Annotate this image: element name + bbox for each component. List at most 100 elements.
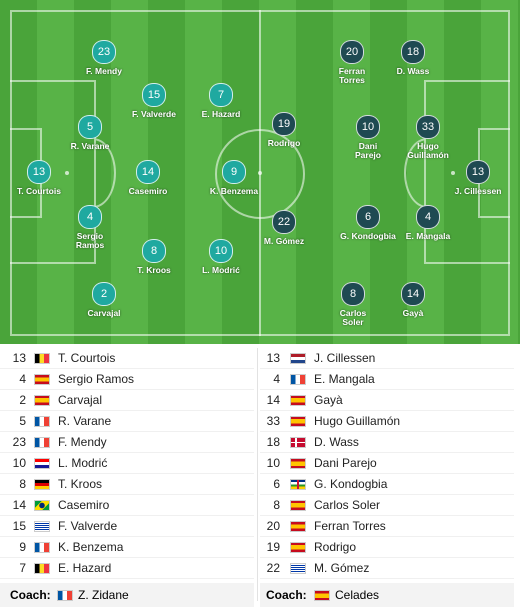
player-name-link[interactable]: T. Kroos	[58, 477, 103, 491]
shirt-number: 13	[12, 351, 26, 365]
lineup-row: 9 K. Benzema	[0, 537, 254, 558]
player-name-link[interactable]: Gayà	[314, 393, 343, 407]
shirt-number: 10	[12, 456, 26, 470]
home-player-marker[interactable]: 10 L. Modrić	[176, 239, 266, 275]
player-label: G. Kondogbia	[340, 231, 396, 241]
shirt-number-badge: 5	[78, 115, 102, 139]
player-name-link[interactable]: E. Hazard	[58, 561, 112, 575]
coach-name[interactable]: Celades	[335, 588, 380, 602]
player-label: T. Kroos	[137, 265, 171, 275]
brazil-flag-icon	[34, 500, 50, 511]
lineup-row: 13 T. Courtois	[0, 348, 254, 369]
player-label: R. Varane	[70, 141, 110, 151]
spain-flag-icon	[290, 416, 306, 427]
player-name-link[interactable]: L. Modrić	[58, 456, 108, 470]
player-label: Sergio Ramos	[75, 231, 105, 250]
shirt-number-badge: 6	[356, 205, 380, 229]
shirt-number-badge: 15	[142, 83, 166, 107]
player-name-link[interactable]: Carvajal	[58, 393, 103, 407]
france-flag-icon	[57, 590, 73, 601]
player-name-link[interactable]: F. Valverde	[58, 519, 118, 533]
player-name-link[interactable]: M. Gómez	[314, 561, 370, 575]
shirt-number: 4	[19, 372, 26, 386]
player-name-link[interactable]: G. Kondogbia	[314, 477, 388, 491]
player-name-link[interactable]: R. Varane	[58, 414, 112, 428]
belgium-flag-icon	[34, 353, 50, 364]
player-name-link[interactable]: Casemiro	[58, 498, 110, 512]
shirt-number-badge: 23	[92, 40, 116, 64]
player-name-link[interactable]: J. Cillessen	[314, 351, 376, 365]
lineup-row: 22 M. Gómez	[260, 558, 514, 579]
player-name-link[interactable]: Hugo Guillamón	[314, 414, 401, 428]
shirt-number: 8	[19, 477, 26, 491]
player-label: L. Modrić	[202, 265, 240, 275]
player-label: Rodrigo	[267, 138, 301, 148]
shirt-number: 22	[266, 561, 280, 575]
shirt-number-badge: 10	[209, 239, 233, 263]
coach-label: Coach:	[10, 588, 51, 602]
france-flag-icon	[290, 374, 306, 385]
player-name-link[interactable]: K. Benzema	[58, 540, 124, 554]
coach-name[interactable]: Z. Zidane	[78, 588, 129, 602]
spain-flag-icon	[290, 458, 306, 469]
shirt-number: 23	[12, 435, 26, 449]
central-african-republic-flag-icon	[290, 479, 306, 490]
shirt-number: 20	[266, 519, 280, 533]
shirt-number: 8	[273, 498, 280, 512]
player-name-link[interactable]: Sergio Ramos	[58, 372, 135, 386]
away-player-marker[interactable]: 6 G. Kondogbia	[323, 205, 413, 241]
player-name-link[interactable]: Dani Parejo	[314, 456, 377, 470]
shirt-number: 14	[12, 498, 26, 512]
spain-flag-icon	[34, 374, 50, 385]
belgium-flag-icon	[34, 563, 50, 574]
shirt-number-badge: 18	[401, 40, 425, 64]
player-label: J. Cillessen	[454, 186, 502, 196]
player-name-link[interactable]: T. Courtois	[58, 351, 116, 365]
lineup-row: 10 L. Modrić	[0, 453, 254, 474]
spain-flag-icon	[34, 395, 50, 406]
shirt-number-badge: 20	[340, 40, 364, 64]
player-name-link[interactable]: E. Mangala	[314, 372, 375, 386]
player-name-link[interactable]: D. Wass	[314, 435, 359, 449]
player-name-link[interactable]: F. Mendy	[58, 435, 107, 449]
player-name-link[interactable]: Ferran Torres	[314, 519, 386, 533]
player-name-link[interactable]: Rodrigo	[314, 540, 357, 554]
shirt-number-badge: 10	[356, 115, 380, 139]
player-name-link[interactable]: Carlos Soler	[314, 498, 381, 512]
uruguay-flag-icon	[290, 563, 306, 574]
shirt-number-badge: 33	[416, 115, 440, 139]
shirt-number: 5	[19, 414, 26, 428]
lineup-row: 23 F. Mendy	[0, 432, 254, 453]
centre-circle	[215, 129, 305, 219]
shirt-number: 9	[19, 540, 26, 554]
shirt-number-badge: 22	[272, 210, 296, 234]
home-player-marker[interactable]: 5 R. Varane	[45, 115, 135, 151]
